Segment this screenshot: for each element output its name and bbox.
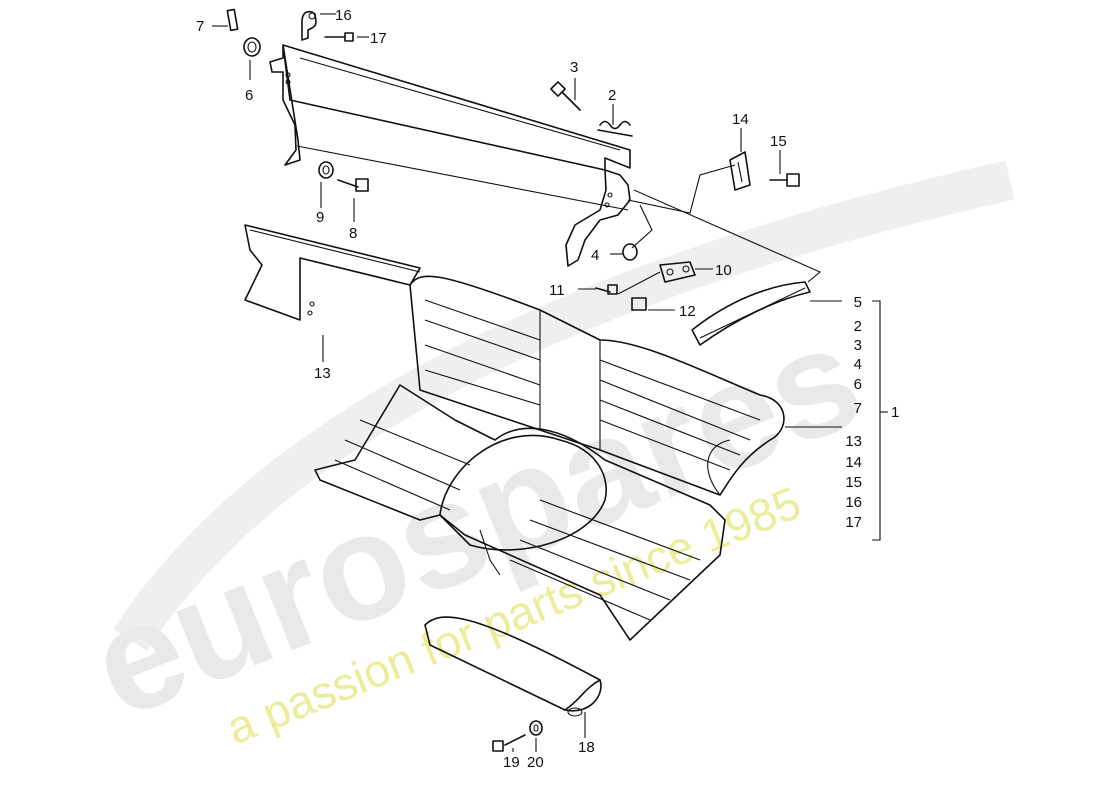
screw-3 [550,81,581,111]
callout-1: 1 [891,404,899,421]
bracket-item: 7 [854,400,862,417]
callout-20: 20 [527,754,544,771]
bracket-item: 17 [845,514,862,531]
bracket-item: 4 [854,356,862,373]
washer-9 [318,161,334,179]
bracket-item: 15 [845,474,862,491]
bracket-item: 3 [854,337,862,354]
bracket-item: 5 [854,294,862,311]
rear-trim-panel [244,224,421,321]
watermark: eurospares a passion for parts since 198… [69,160,1015,754]
bolt-15 [769,173,800,187]
bracket-list: 5 2 3 4 6 7 13 14 15 16 17 [845,294,862,531]
callout-3: 3 [570,59,578,76]
spring-2 [597,120,633,137]
bracket-item: 13 [845,433,862,450]
screw-11 [595,284,618,295]
callout-17: 17 [370,30,387,47]
callout-16: 16 [335,7,352,24]
rear-seat-cushion [314,384,726,641]
callout-19: 19 [503,754,520,771]
strap-5 [691,281,811,346]
callout-13: 13 [314,365,331,382]
nut-12 [631,297,647,311]
callout-labels: 7 16 17 6 3 2 14 15 9 8 4 10 11 12 13 1 … [196,7,899,771]
callout-6: 6 [245,87,253,104]
pin-7 [226,8,239,32]
bracket-item: 16 [845,494,862,511]
callout-7: 7 [196,18,204,35]
bolt-8 [337,178,369,192]
bumper-10 [659,261,696,283]
callout-10: 10 [715,262,732,279]
hinge-bracket-16 [301,10,317,41]
callout-11: 11 [549,282,565,299]
callout-14: 14 [732,111,749,128]
bracket-item: 2 [854,318,862,335]
screw-19 [492,734,526,752]
callout-4: 4 [591,247,599,264]
callout-12: 12 [679,303,696,320]
knob-4 [622,243,638,261]
callout-9: 9 [316,209,324,226]
screw-17 [324,32,354,42]
callout-15: 15 [770,133,787,150]
washer-6 [243,37,261,57]
callout-18: 18 [578,739,595,756]
clip-14 [729,151,751,191]
seat-cushion-cover [424,616,602,717]
washer-20 [529,720,543,736]
bracket-item: 14 [845,454,862,471]
bracket-item: 6 [854,376,862,393]
leader-lines [212,13,888,752]
upper-rear-panel [269,44,631,267]
rear-seat-backrest [409,275,785,496]
callout-2: 2 [608,87,616,104]
callout-8: 8 [349,225,357,242]
